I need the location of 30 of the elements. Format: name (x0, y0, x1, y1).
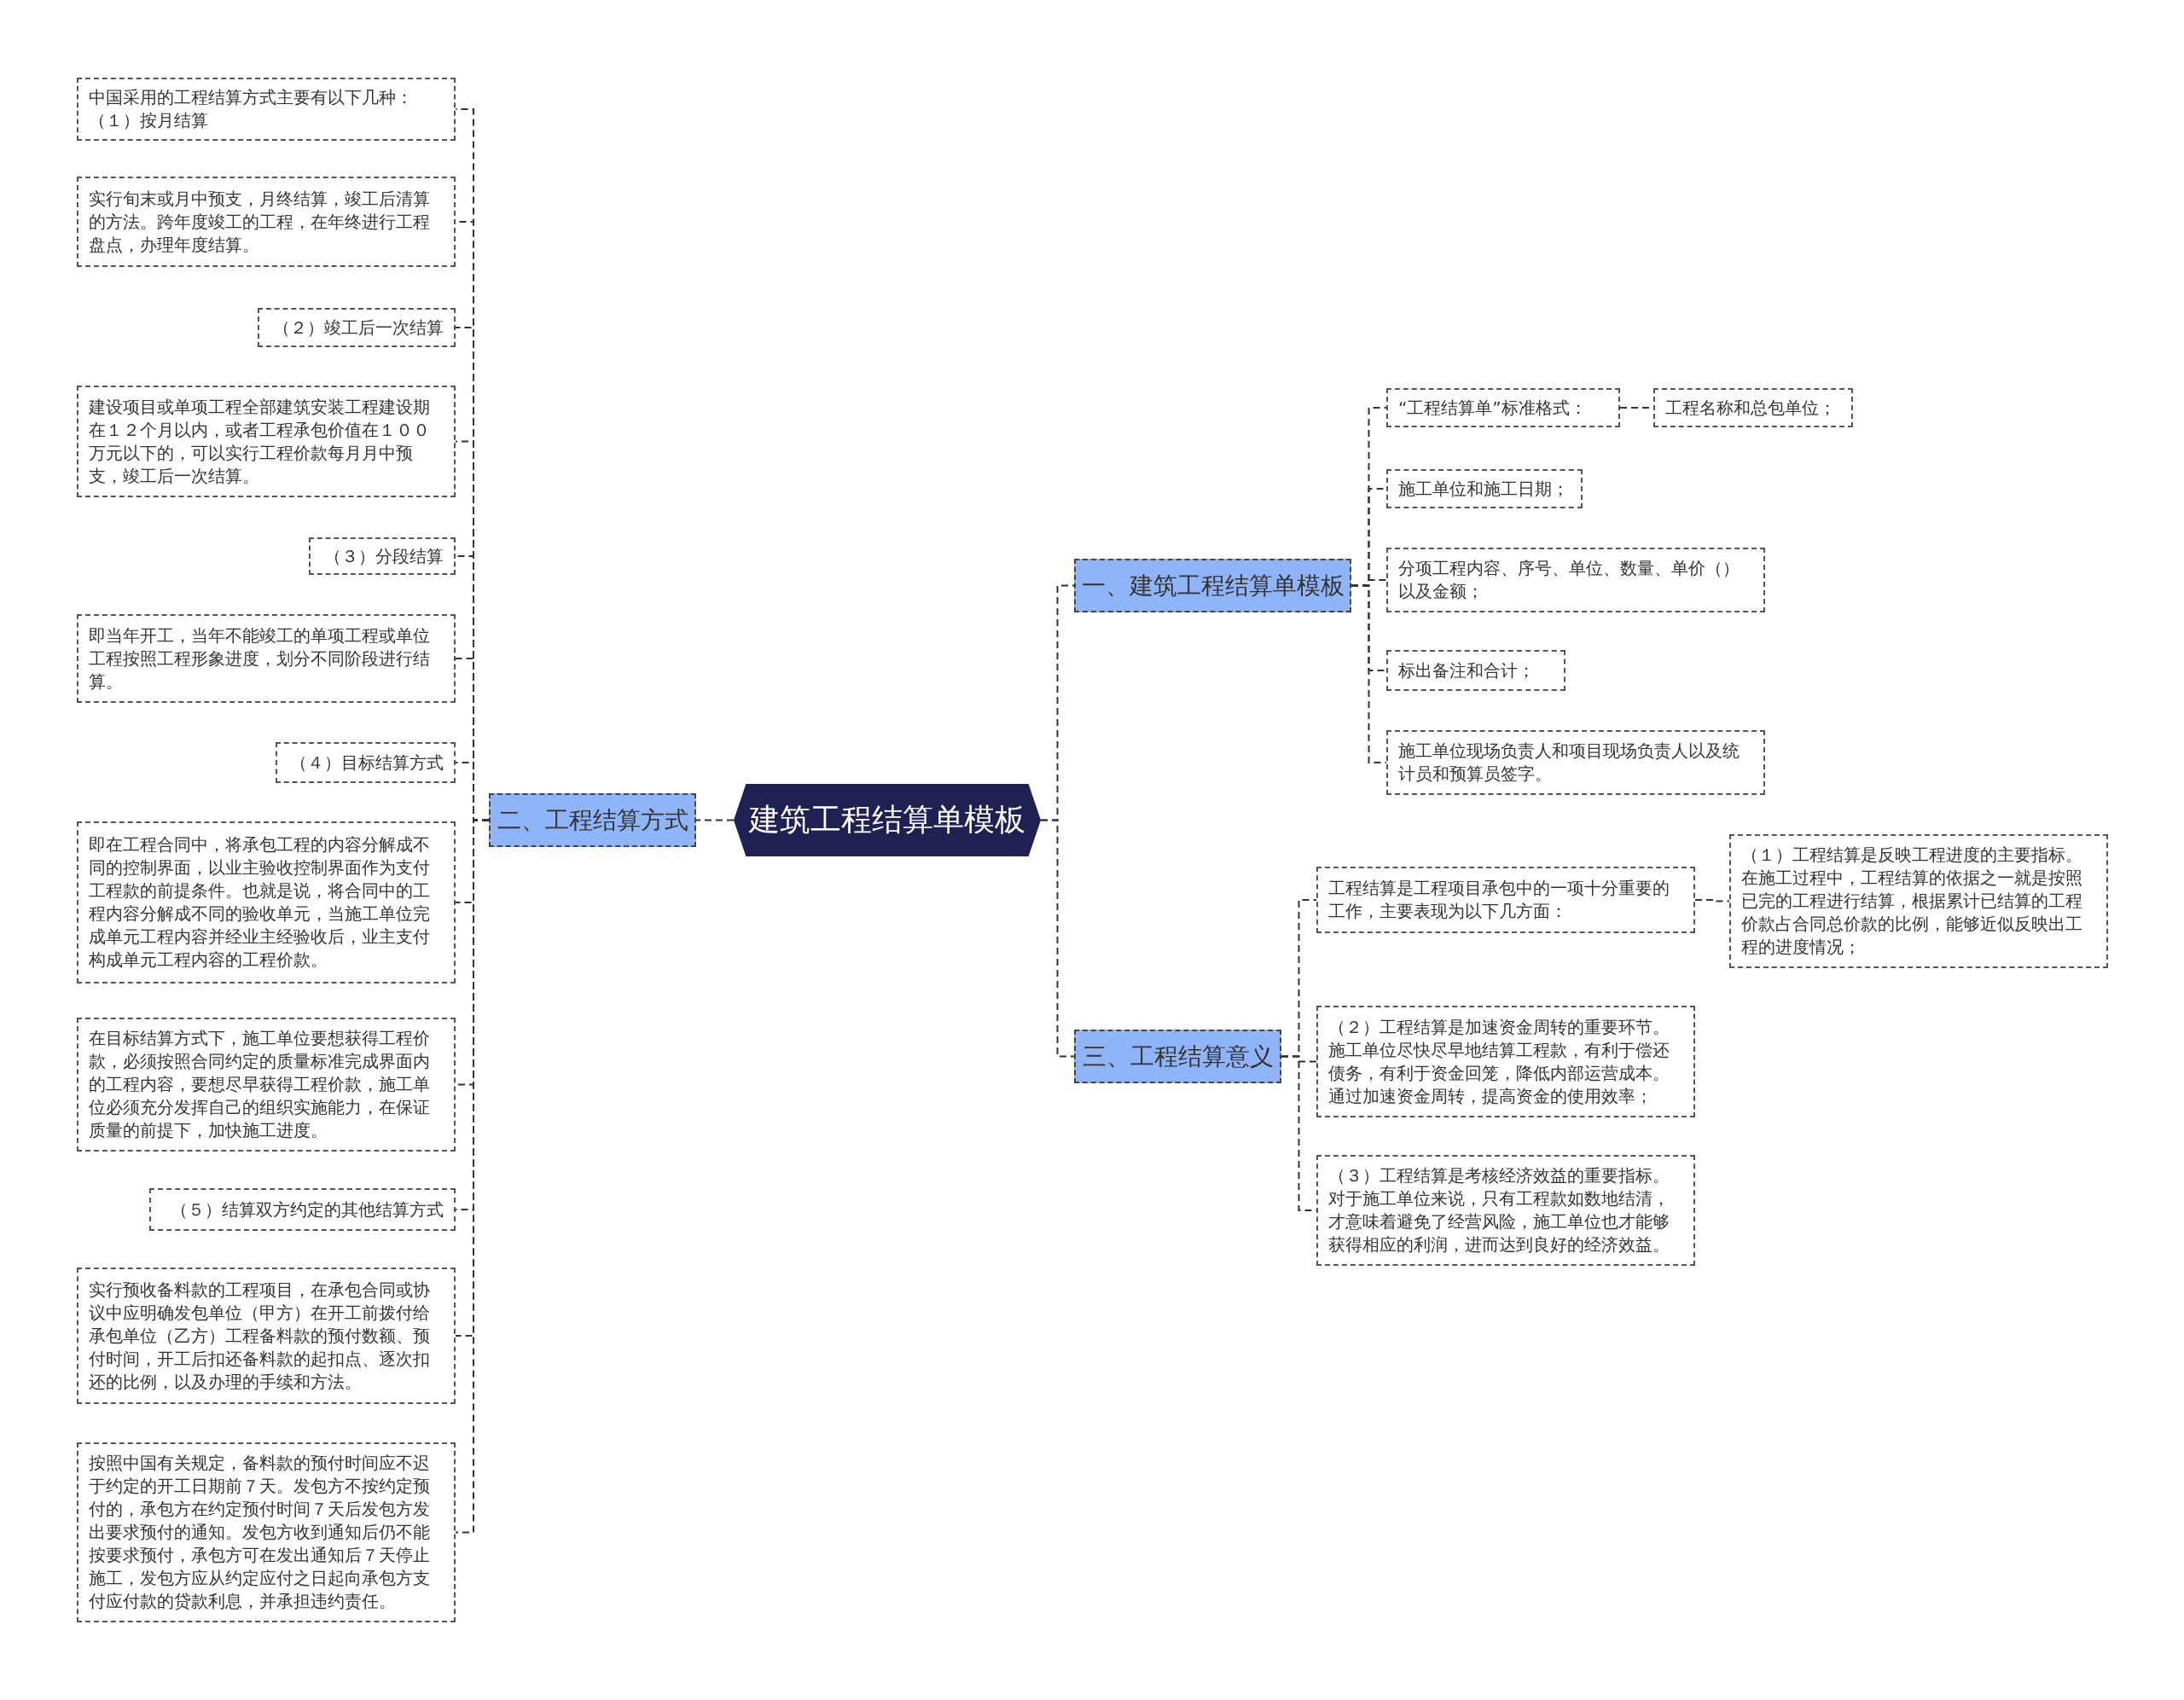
branch-topic: 三、工程结算意义 (1074, 1030, 1281, 1083)
topic-box: （３）分段结算 (309, 537, 456, 575)
topic-box: 实行旬末或月中预支，月终结算，竣工后清算的方法。跨年度竣工的工程，在年终进行工程盘点，办理年度结算。 (77, 177, 456, 267)
topic-box: （３）工程结算是考核经济效益的重要指标。对于施工单位来说，只有工程款如数地结清，才意味着避免了经营风险，施工单位也才能够获得相应的利润，进而达到良好的经济效益。 (1316, 1155, 1695, 1266)
topic-box: 即在工程合同中，将承包工程的内容分解成不同的控制界面，以业主验收控制界面作为支付工程款的前提条件。也就是说，将合同中的工程内容分解成不同的验收单元，当施工单位完成单元工程内容并经业主经验收后，业主支付构成单元工程内容的工程价款。 (77, 821, 456, 983)
root-topic: 建筑工程结算单模板 (734, 784, 1041, 856)
topic-box: 按照中国有关规定，备料款的预付时间应不迟于约定的开工日期前７天。发包方不按约定预付的，承包方在约定预付时间７天后发包方发出要求预付的通知。发包方收到通知后仍不能按要求预付，承包方可在发出通知后７天停止施工，发包方应从约定应付之日起向承包方支付应付款的贷款利息，并承担违约责任。 (77, 1442, 456, 1622)
topic-box: 施工单位现场负责人和项目现场负责人以及统计员和预算员签字。 (1386, 730, 1765, 795)
topic-box: 工程名称和总包单位； (1653, 388, 1853, 427)
topic-box: （５）结算双方约定的其他结算方式 (149, 1188, 456, 1231)
topic-box: 建设项目或单项工程全部建筑安装工程建设期在１２个月以内，或者工程承包价值在１００万元以下的，可以实行工程价款每月月中预支，竣工后一次结算。 (77, 386, 456, 497)
topic-box: （２）工程结算是加速资金周转的重要环节。施工单位尽快尽早地结算工程款，有利于偿还债务，有利于资金回笼，降低内部运营成本。通过加速资金周转，提高资金的使用效率； (1316, 1006, 1695, 1117)
topic-box: （１）工程结算是反映工程进度的主要指标。在施工过程中，工程结算的依据之一就是按照已完的工程进行结算，根据累计已结算的工程价款占合同总价款的比例，能够近似反映出工程的进度情况； (1729, 834, 2108, 968)
topic-box: （４）目标结算方式 (276, 742, 456, 783)
topic-box: 标出备注和合计； (1386, 650, 1565, 691)
branch-topic: 一、建筑工程结算单模板 (1074, 559, 1351, 612)
topic-box: “工程结算单”标准格式： (1386, 388, 1620, 427)
topic-box: 工程结算是工程项目承包中的一项十分重要的工作，主要表现为以下几方面： (1316, 867, 1695, 933)
topic-box: （２）竣工后一次结算 (258, 308, 456, 347)
connector-line (1694, 899, 1730, 902)
topic-box: 中国采用的工程结算方式主要有以下几种：（１）按月结算 (77, 78, 456, 141)
topic-box: 施工单位和施工日期； (1386, 469, 1583, 508)
topic-box: 即当年开工，当年不能竣工的单项工程或单位工程按照工程形象进度，划分不同阶段进行结算。 (77, 614, 456, 703)
topic-box: 在目标结算方式下，施工单位要想获得工程价款，必须按照合同约定的质量标准完成界面内的工程内容，要想尽早获得工程价款，施工单位必须充分发挥自己的组织实施能力，在保证质量的前提下，加快施工进度。 (77, 1018, 456, 1152)
connector-line (695, 819, 735, 821)
topic-box: 分项工程内容、序号、单位、数量、单价（）以及金额； (1386, 548, 1765, 612)
topic-box: 实行预收备料款的工程项目，在承包合同或协议中应明确发包单位（甲方）在开工前拨付给承包单位（乙方）工程备料款的预付数额、预付时间，开工后扣还备料款的起扣点、逐次扣还的比例，以及办理的手续和方法。 (77, 1268, 456, 1404)
branch-topic: 二、工程结算方式 (489, 793, 696, 847)
connector-line (1040, 819, 1075, 1058)
connector-line (1350, 584, 1387, 763)
